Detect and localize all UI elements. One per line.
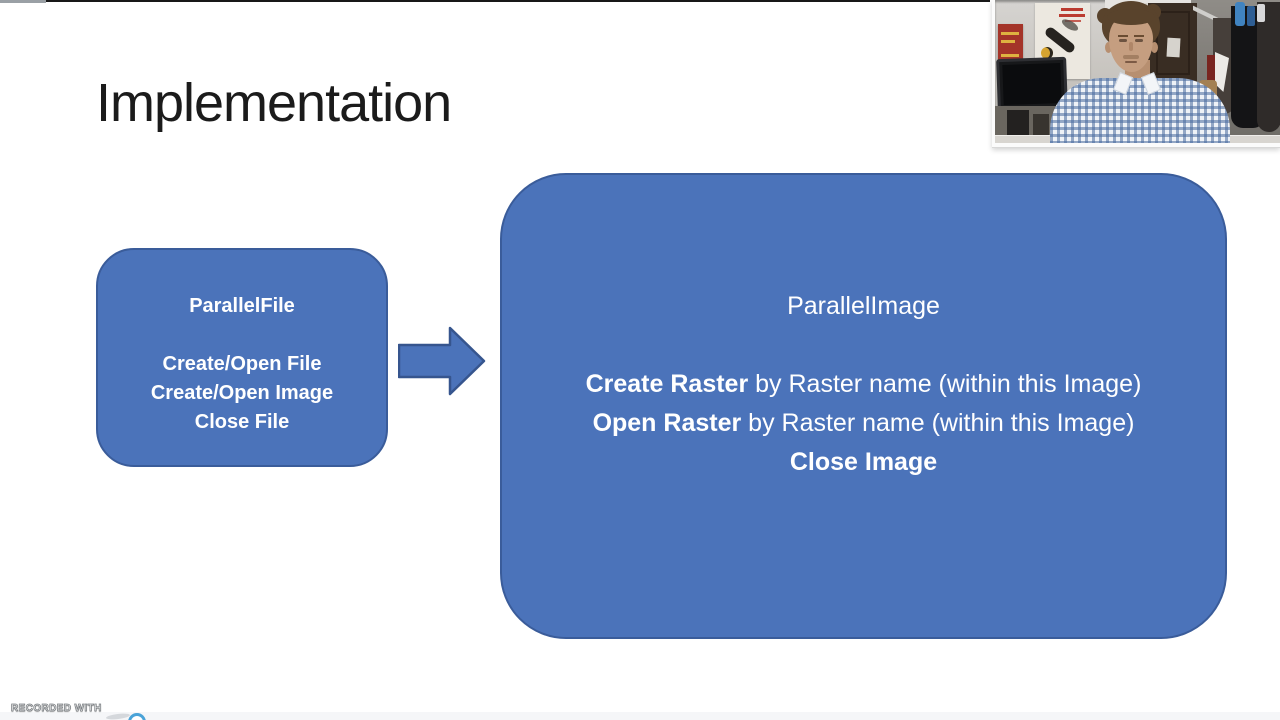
eye <box>1135 39 1143 42</box>
mustache <box>1123 55 1139 59</box>
parallelfile-line-1: Create/Open File <box>162 353 322 375</box>
parallelfile-line-3: Close File <box>194 411 290 433</box>
parallelimage-line-2: Open Raster by Raster name (within this … <box>502 404 1225 443</box>
white-bottle <box>1257 4 1265 22</box>
wasp-head <box>1041 47 1053 59</box>
bottom-strip <box>0 712 1280 720</box>
parallelfile-box: ParallelFile Create/Open File Create/Ope… <box>96 248 388 467</box>
line-2-bold: Open Raster <box>592 409 742 437</box>
right-arrow-icon <box>398 326 486 396</box>
watermark-logo-circle <box>128 713 146 720</box>
line-1-rest: by Raster name (within this Image) <box>748 370 1142 398</box>
poster-text-line <box>1059 14 1085 17</box>
poster-text-line <box>1001 40 1015 43</box>
top-corner-artifact <box>0 0 46 3</box>
poster-text-line <box>1061 8 1083 11</box>
slide-title: Implementation <box>96 73 452 133</box>
parallelimage-line-3: Close Image <box>502 443 1225 482</box>
clothes-rack <box>1193 0 1280 140</box>
parallelimage-line-1: Create Raster by Raster name (within thi… <box>502 365 1225 404</box>
mouth <box>1125 61 1137 63</box>
presenter-hair-fringe <box>1107 9 1155 25</box>
poster-text-line <box>1001 32 1019 35</box>
line-1-bold: Create Raster <box>585 370 749 398</box>
webcam-video <box>995 0 1280 143</box>
door-sign <box>1166 37 1181 58</box>
presenter-ear <box>1105 42 1112 53</box>
parallelimage-box-title: ParallelImage <box>787 292 940 320</box>
eye <box>1119 39 1127 42</box>
parallelfile-line-2: Create/Open Image <box>150 382 334 404</box>
nose <box>1129 42 1133 51</box>
presenter-ear <box>1151 42 1158 53</box>
laptop-screen <box>1002 63 1062 105</box>
poster-text-line <box>1065 20 1081 22</box>
eyebrow <box>1118 35 1128 37</box>
top-edge-line <box>0 0 990 2</box>
blue-bottle <box>1247 6 1255 26</box>
recorded-with-watermark: RECORDED WITH <box>11 703 102 715</box>
parallelfile-box-title: ParallelFile <box>189 295 295 317</box>
parallelimage-box: ParallelImage Create Raster by Raster na… <box>500 173 1227 639</box>
line-3-bold: Close Image <box>789 448 938 476</box>
webcam-overlay <box>992 0 1280 148</box>
eyebrow <box>1134 35 1144 37</box>
webcam-scene <box>995 0 1280 143</box>
desk-object <box>1033 114 1049 138</box>
blue-bottle <box>1235 2 1245 26</box>
desk-object <box>1007 110 1029 138</box>
presenter-plaid-shirt <box>1050 78 1230 143</box>
poster-text-line <box>1001 54 1019 57</box>
hanging-garment <box>1257 2 1280 132</box>
line-2-rest: by Raster name (within this Image) <box>741 409 1135 437</box>
